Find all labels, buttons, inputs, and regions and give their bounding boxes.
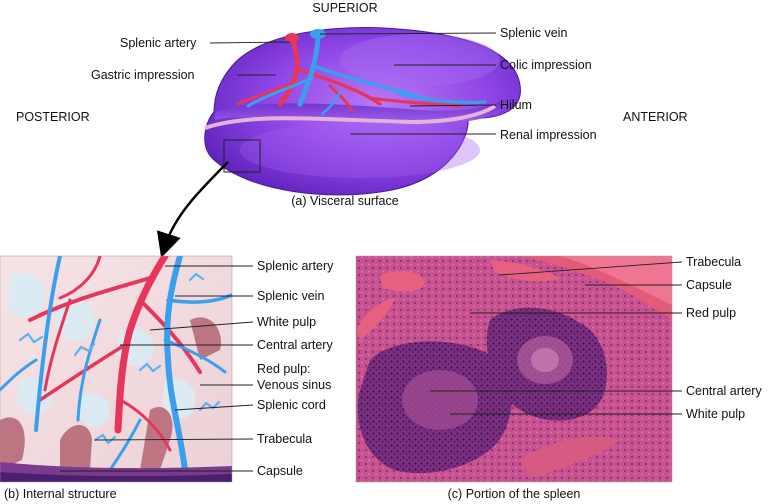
panel-b-frame xyxy=(0,255,233,483)
renal-impression-rim xyxy=(204,104,497,130)
caption-a: (a) Visceral surface xyxy=(291,194,398,208)
label-c-capsule: Capsule xyxy=(686,278,732,292)
label-anterior: ANTERIOR xyxy=(623,110,688,124)
panel-a-spleen xyxy=(204,27,521,196)
label-c-central-artery: Central artery xyxy=(686,384,762,398)
label-b-venous-sinus: Venous sinus xyxy=(257,378,331,392)
label-a-hilum: Hilum xyxy=(500,98,532,112)
label-c-red-pulp: Red pulp xyxy=(686,306,736,320)
panel-c-histology xyxy=(356,256,672,482)
panel-b-internal-structure xyxy=(0,256,232,482)
leader-b-white-pulp xyxy=(149,321,254,331)
label-a-colic-impression: Colic impression xyxy=(500,58,592,72)
leader-a-splenic-vein xyxy=(319,32,497,35)
label-superior: SUPERIOR xyxy=(312,1,377,15)
caption-c: (c) Portion of the spleen xyxy=(448,487,581,501)
splenic-vessels-a xyxy=(236,29,487,116)
leader-b-trabecula xyxy=(94,438,254,441)
label-b-splenic-cord: Splenic cord xyxy=(257,398,326,412)
label-posterior: POSTERIOR xyxy=(16,110,90,124)
label-b-trabecula: Trabecula xyxy=(257,432,312,446)
magnified-region-box xyxy=(223,139,261,173)
label-c-trabecula: Trabecula xyxy=(686,255,741,269)
leader-b-splenic-cord xyxy=(174,404,254,411)
label-a-splenic-vein: Splenic vein xyxy=(500,26,567,40)
label-b-central-artery: Central artery xyxy=(257,338,333,352)
label-b-white-pulp: White pulp xyxy=(257,315,316,329)
label-a-gastric-impression: Gastric impression xyxy=(91,68,195,82)
label-b-red-pulp: Red pulp: xyxy=(257,362,311,376)
leader-a-splenic-artery xyxy=(209,41,291,44)
caption-b: (b) Internal structure xyxy=(4,487,117,501)
magnify-arrow xyxy=(156,161,229,258)
renal-impression-bulge xyxy=(240,122,480,178)
label-c-white-pulp: White pulp xyxy=(686,407,745,421)
label-a-splenic-artery: Splenic artery xyxy=(120,36,197,50)
leader-c-trabecula xyxy=(499,261,683,276)
panel-c-frame xyxy=(355,255,673,483)
label-b-splenic-artery: Splenic artery xyxy=(257,259,334,273)
label-b-splenic-vein: Splenic vein xyxy=(257,289,324,303)
label-a-renal-impression: Renal impression xyxy=(500,128,597,142)
leader-a-hilum xyxy=(409,104,497,107)
label-b-capsule: Capsule xyxy=(257,464,303,478)
colic-impression-bulge xyxy=(340,34,500,86)
